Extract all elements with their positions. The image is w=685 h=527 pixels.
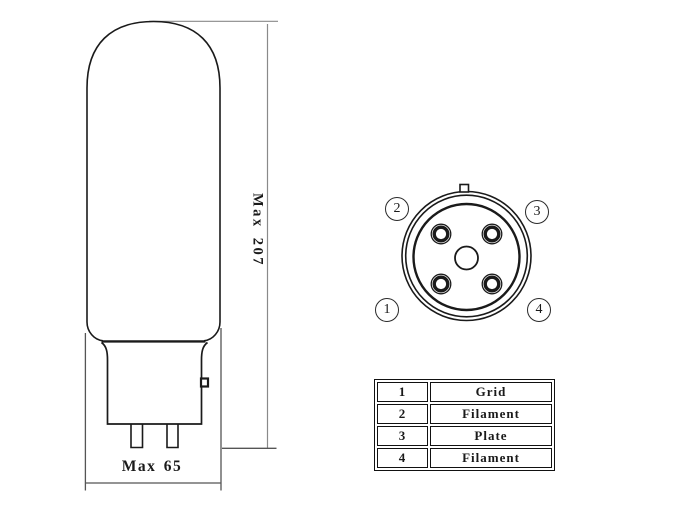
pin-1-contact — [430, 273, 452, 295]
pin-right — [166, 424, 179, 449]
table-row: 2 Filament — [377, 404, 552, 424]
pin-3-contact — [481, 223, 503, 245]
base-face-circle — [412, 202, 521, 312]
pin-4-callout: 4 — [527, 298, 551, 322]
width-dimension-label: Max 65 — [121, 458, 183, 475]
pin-name-cell: Filament — [430, 448, 552, 468]
tube-bottom-view — [401, 183, 532, 322]
pin-number-cell: 3 — [377, 426, 428, 446]
tube-base-outline — [100, 341, 209, 425]
pin-1-callout: 1 — [375, 298, 399, 322]
pin-number-cell: 1 — [377, 382, 428, 402]
pin-3-callout: 3 — [525, 200, 549, 224]
pin-name-cell: Grid — [430, 382, 552, 402]
pin-name-cell: Plate — [430, 426, 552, 446]
table-row: 3 Plate — [377, 426, 552, 446]
table-row: 1 Grid — [377, 382, 552, 402]
socket-key-nub — [459, 183, 470, 193]
pin-2-callout: 2 — [385, 197, 409, 221]
outer-rim-inner-circle — [404, 194, 529, 318]
pin-left — [130, 424, 144, 449]
height-dimension-lines — [149, 20, 278, 448]
outer-rim-circle — [401, 190, 532, 322]
height-dimension-label: Max 207 — [249, 192, 266, 268]
glass-envelope-outline — [86, 20, 221, 342]
table-row: 4 Filament — [377, 448, 552, 468]
pin-number-cell: 4 — [377, 448, 428, 468]
pin-name-cell: Filament — [430, 404, 552, 424]
base-keying-nub — [199, 377, 210, 388]
pin-function-table: 1 Grid 2 Filament 3 Plate 4 Filament — [374, 379, 555, 471]
center-hole — [454, 245, 479, 271]
width-dimension-lines — [84, 328, 277, 491]
pin-4-contact — [481, 273, 503, 295]
pin-number-cell: 2 — [377, 404, 428, 424]
pin-2-contact — [430, 223, 452, 245]
tube-side-view — [86, 20, 221, 449]
